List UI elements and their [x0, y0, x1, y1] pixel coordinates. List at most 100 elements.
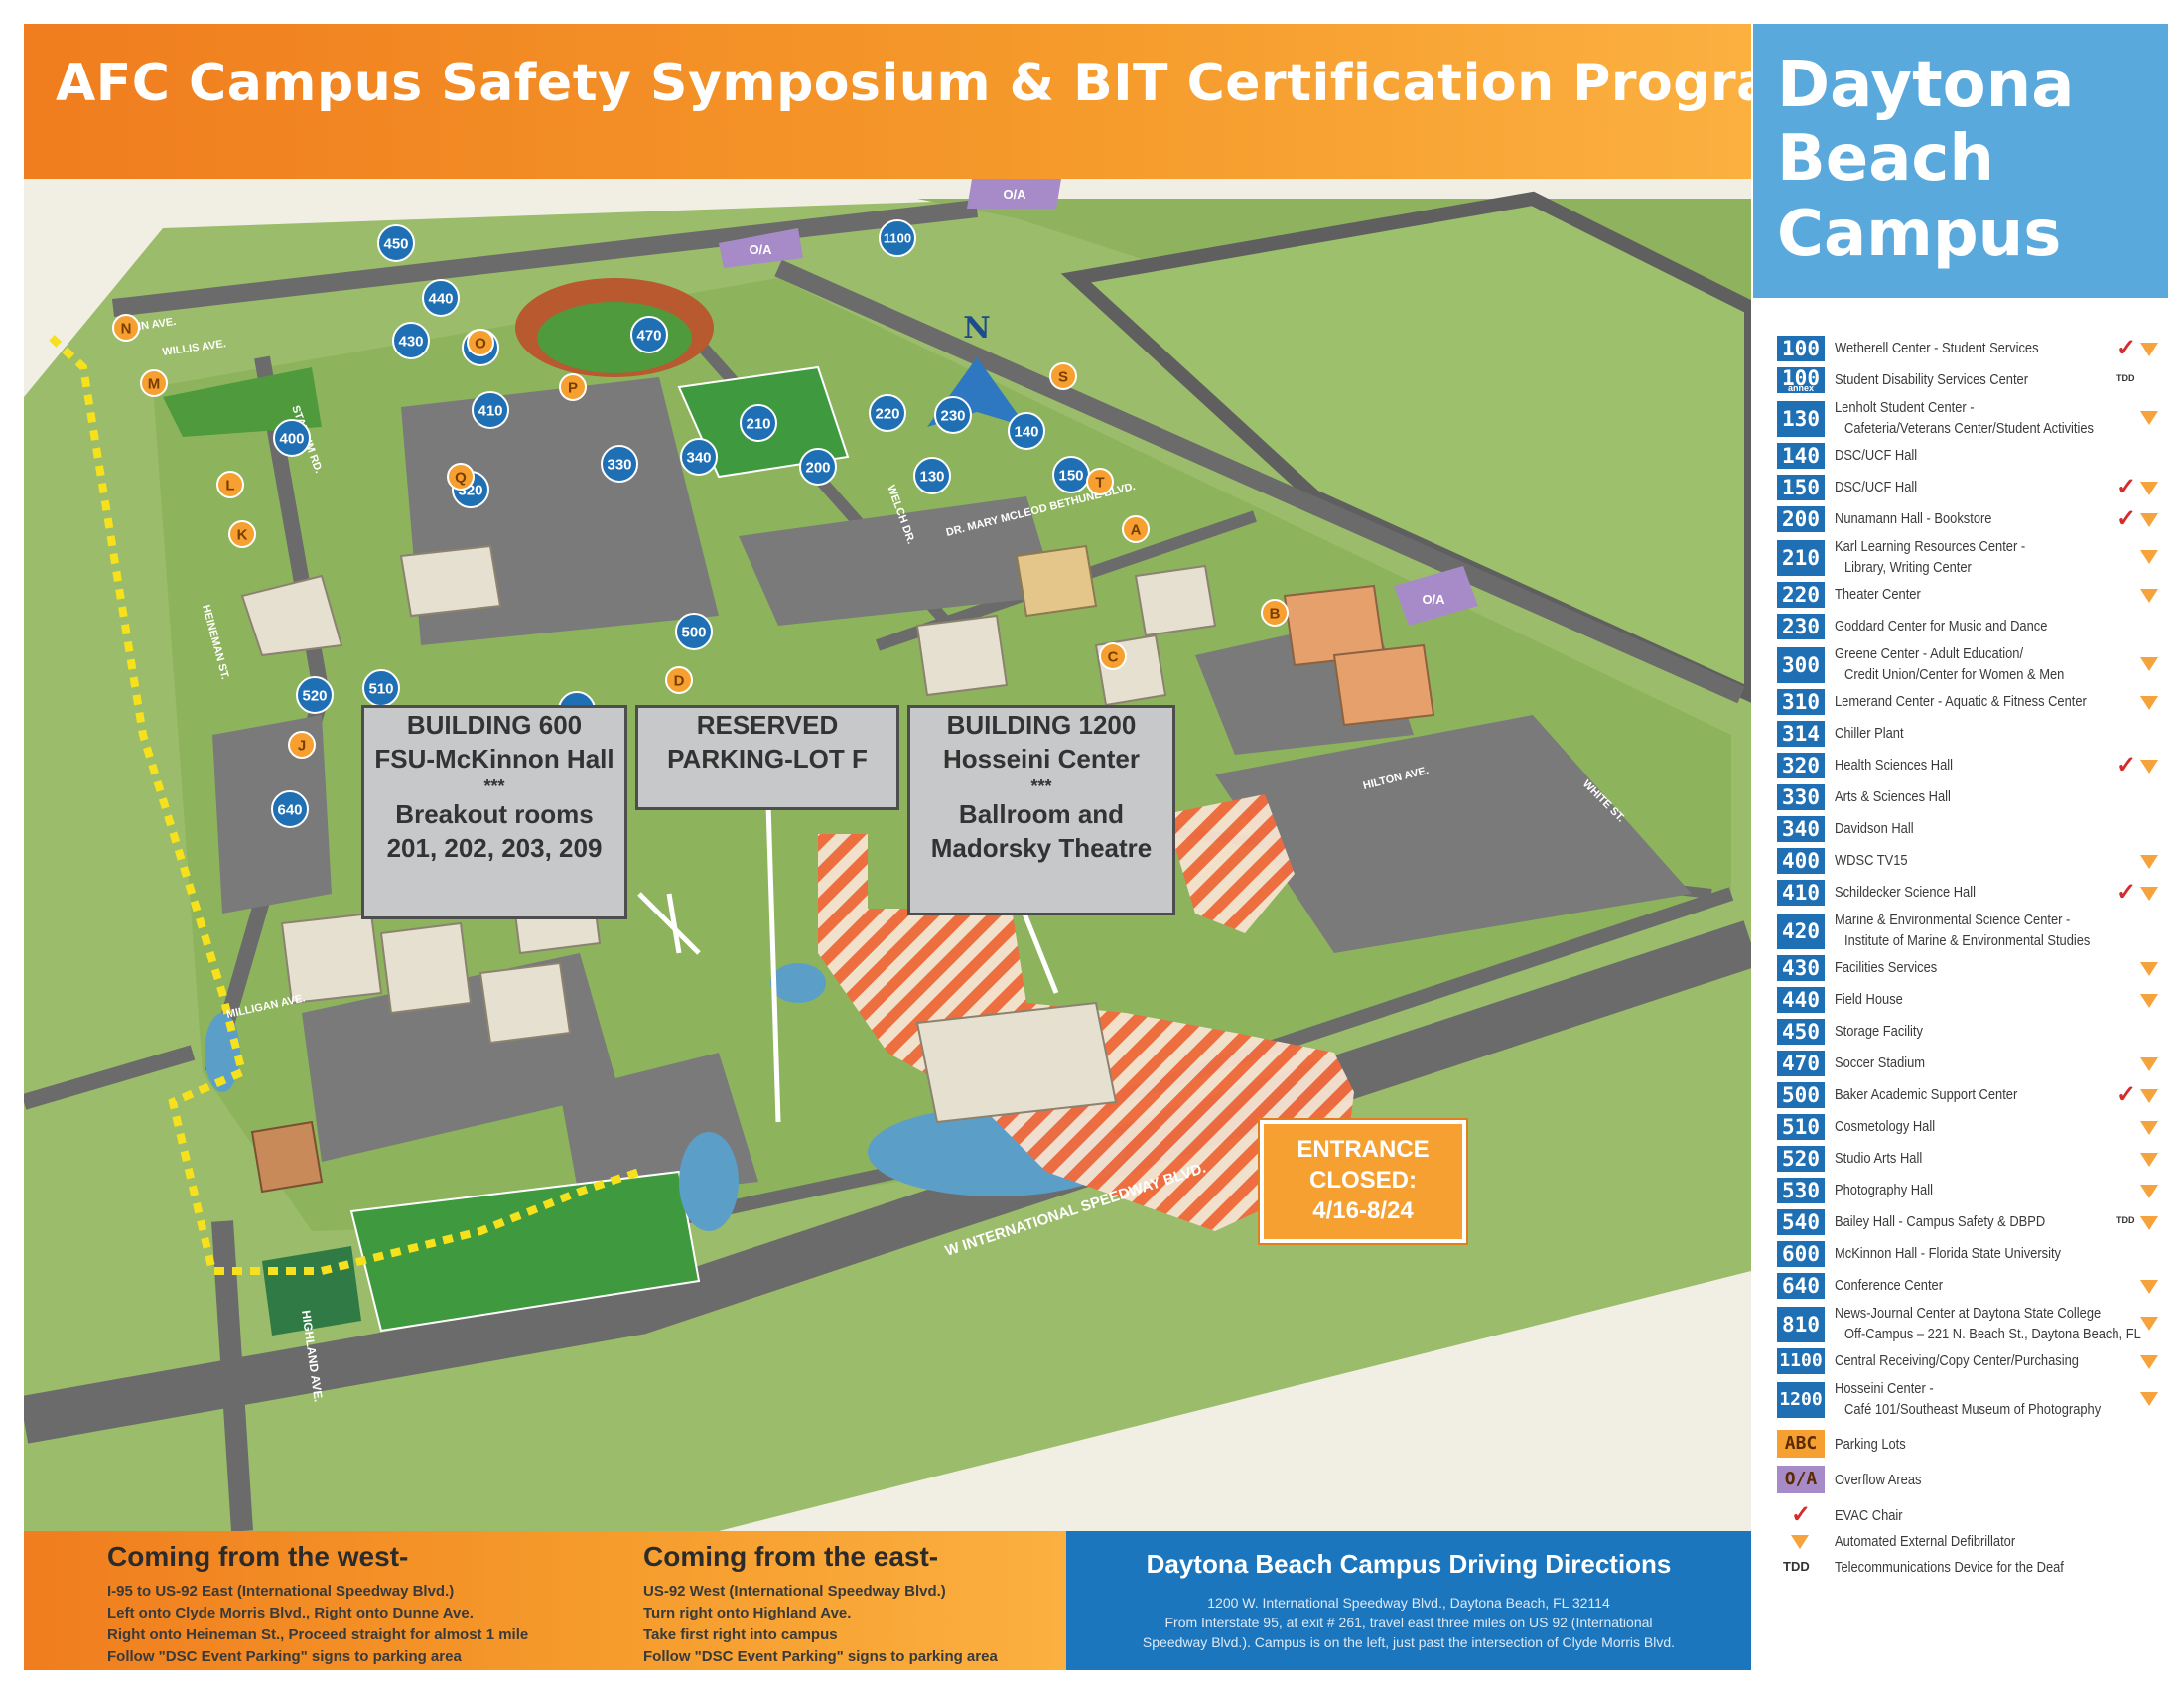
parking-lot-badge[interactable]: D	[665, 666, 693, 694]
building	[478, 961, 572, 1045]
building-badge[interactable]: 130	[913, 457, 951, 494]
legend-building-number: 310	[1777, 689, 1825, 715]
building-badge-circle	[271, 790, 309, 828]
parking-lot-badge[interactable]: O	[467, 329, 494, 356]
building-badge-circle	[392, 322, 430, 359]
building-badge-label: 470	[636, 327, 661, 344]
building-badge[interactable]: 500	[675, 613, 713, 650]
overflow-area	[1394, 566, 1478, 626]
building-badge[interactable]: 140	[1008, 412, 1045, 450]
legend-building-number: 200	[1777, 506, 1825, 532]
legend-building-label: Wetherell Center - Student Services	[1835, 340, 2039, 356]
callout-line: Hosseini Center	[943, 744, 1140, 774]
building-badge-label: 640	[277, 801, 302, 818]
building-badge-label: 220	[875, 405, 899, 422]
building	[1134, 564, 1217, 637]
building-badge[interactable]: 340	[680, 438, 718, 476]
building-badge[interactable]: 200	[799, 448, 837, 486]
parking-lot-badge[interactable]: T	[1086, 468, 1114, 495]
aed-icon	[2140, 513, 2158, 527]
parking-lot-badge[interactable]: S	[1049, 362, 1077, 390]
parking-lot-badge[interactable]: J	[288, 731, 316, 759]
parking-lot-badge-circle	[447, 463, 475, 491]
building-badge[interactable]: 520	[296, 676, 334, 714]
parking-lot-badge[interactable]: A	[1122, 515, 1150, 543]
building-badge[interactable]: 220	[869, 394, 906, 432]
building-badge[interactable]: 150	[1052, 456, 1090, 493]
aed-icon	[1791, 1535, 1809, 1549]
building-badge[interactable]: 450	[377, 224, 415, 262]
parking-lot-badge-label: N	[121, 320, 132, 337]
building-badge[interactable]: 430	[392, 322, 430, 359]
closed-area-hatch	[1165, 794, 1295, 933]
campus-map[interactable]: N O/A O/A O/A DUNN AVE. WILLIS AVE. STAD…	[24, 179, 1751, 1531]
parking-lot-badge-circle	[112, 314, 140, 342]
building-badge[interactable]: 330	[601, 445, 638, 483]
building-badge-label: 510	[368, 680, 393, 697]
parking-lot-badge[interactable]: M	[140, 369, 168, 397]
building-badge[interactable]: 470	[630, 316, 668, 353]
building-badge[interactable]: 510	[362, 669, 400, 707]
legend-building-label: WDSC TV15	[1835, 852, 1908, 869]
parking-lot-badge[interactable]: B	[1261, 599, 1289, 627]
building-badge[interactable]: 410	[472, 391, 509, 429]
parking-lot-badge[interactable]: L	[216, 471, 244, 498]
campus-name-line: Campus	[1777, 198, 2062, 271]
callout-parking-lot-f[interactable]: RESERVED PARKING-LOT F	[635, 705, 899, 810]
building-badge-circle	[630, 316, 668, 353]
evac-chair-icon: ✓	[2116, 752, 2137, 778]
aed-icon	[2140, 994, 2158, 1008]
parking-lot-badge[interactable]: K	[228, 520, 256, 548]
building-badge[interactable]: 210	[740, 404, 777, 442]
evac-chair-icon: ✓	[1791, 1501, 1812, 1528]
callout-building-1200[interactable]: BUILDING 1200 Hosseini Center *** Ballro…	[907, 705, 1175, 915]
parking-lot-badge[interactable]: P	[559, 373, 587, 401]
driving-directions: Daytona Beach Campus Driving Directions …	[1066, 1531, 1751, 1670]
parking-lot-badge[interactable]: C	[1099, 642, 1127, 670]
parking-lot-badge[interactable]: N	[112, 314, 140, 342]
building-badge[interactable]: 1100	[879, 219, 916, 257]
building-badge[interactable]: 400	[273, 419, 311, 457]
pond	[770, 963, 826, 1003]
building-badge[interactable]: 440	[422, 279, 460, 317]
building-badge-circle	[879, 219, 916, 257]
parking-lot-badge[interactable]: Q	[447, 463, 475, 491]
building-badge[interactable]: 640	[271, 790, 309, 828]
callout-building-600[interactable]: BUILDING 600 FSU-McKinnon Hall *** Break…	[361, 705, 627, 919]
building-badge-circle	[1008, 412, 1045, 450]
building-badge[interactable]: 230	[934, 396, 972, 434]
